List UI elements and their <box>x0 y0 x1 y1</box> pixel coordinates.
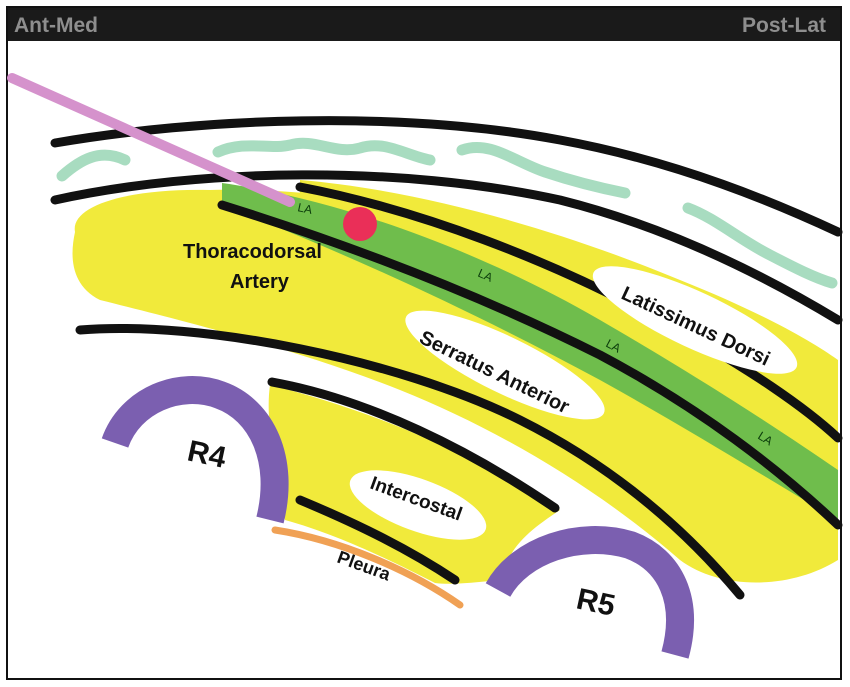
anterior-medial-label: Ant-Med <box>14 14 98 37</box>
subcutaneous-waves <box>56 137 838 289</box>
header-bar: Ant-Med Post-Lat <box>8 8 840 41</box>
thoracodorsal-label-line1: Thoracodorsal <box>183 241 322 263</box>
la-label-2: LA <box>476 266 495 285</box>
needle <box>7 73 295 207</box>
intercostal-upper-line <box>267 377 560 513</box>
posterior-lateral-label: Post-Lat <box>742 14 826 37</box>
rib-r5-label: R5 <box>574 583 618 623</box>
intercostal-lower-line <box>295 495 460 585</box>
latissimus-deep-fascia <box>217 200 843 530</box>
serratus-deep-fascia <box>75 323 745 600</box>
la-label-4: LA <box>755 429 775 449</box>
la-label-3: LA <box>604 336 624 355</box>
intercostal-label-bg <box>349 470 487 540</box>
serratus-label-bg <box>405 310 605 420</box>
rib-r4 <box>101 376 289 524</box>
pleura-line <box>271 526 464 609</box>
thoracodorsal-artery-dot <box>343 207 377 241</box>
rib-r5 <box>485 526 694 659</box>
superficial-fascia-line <box>50 170 843 325</box>
skin-line <box>50 116 843 237</box>
serratus-anterior-region <box>72 189 838 583</box>
local-anesthetic-spread <box>222 183 838 520</box>
latissimus-label-bg <box>592 266 798 374</box>
fascial-planes <box>50 116 843 600</box>
la-label-1: LA <box>296 200 313 217</box>
rib-r4-label: R4 <box>185 435 230 475</box>
thoracodorsal-label-line2: Artery <box>230 271 290 293</box>
